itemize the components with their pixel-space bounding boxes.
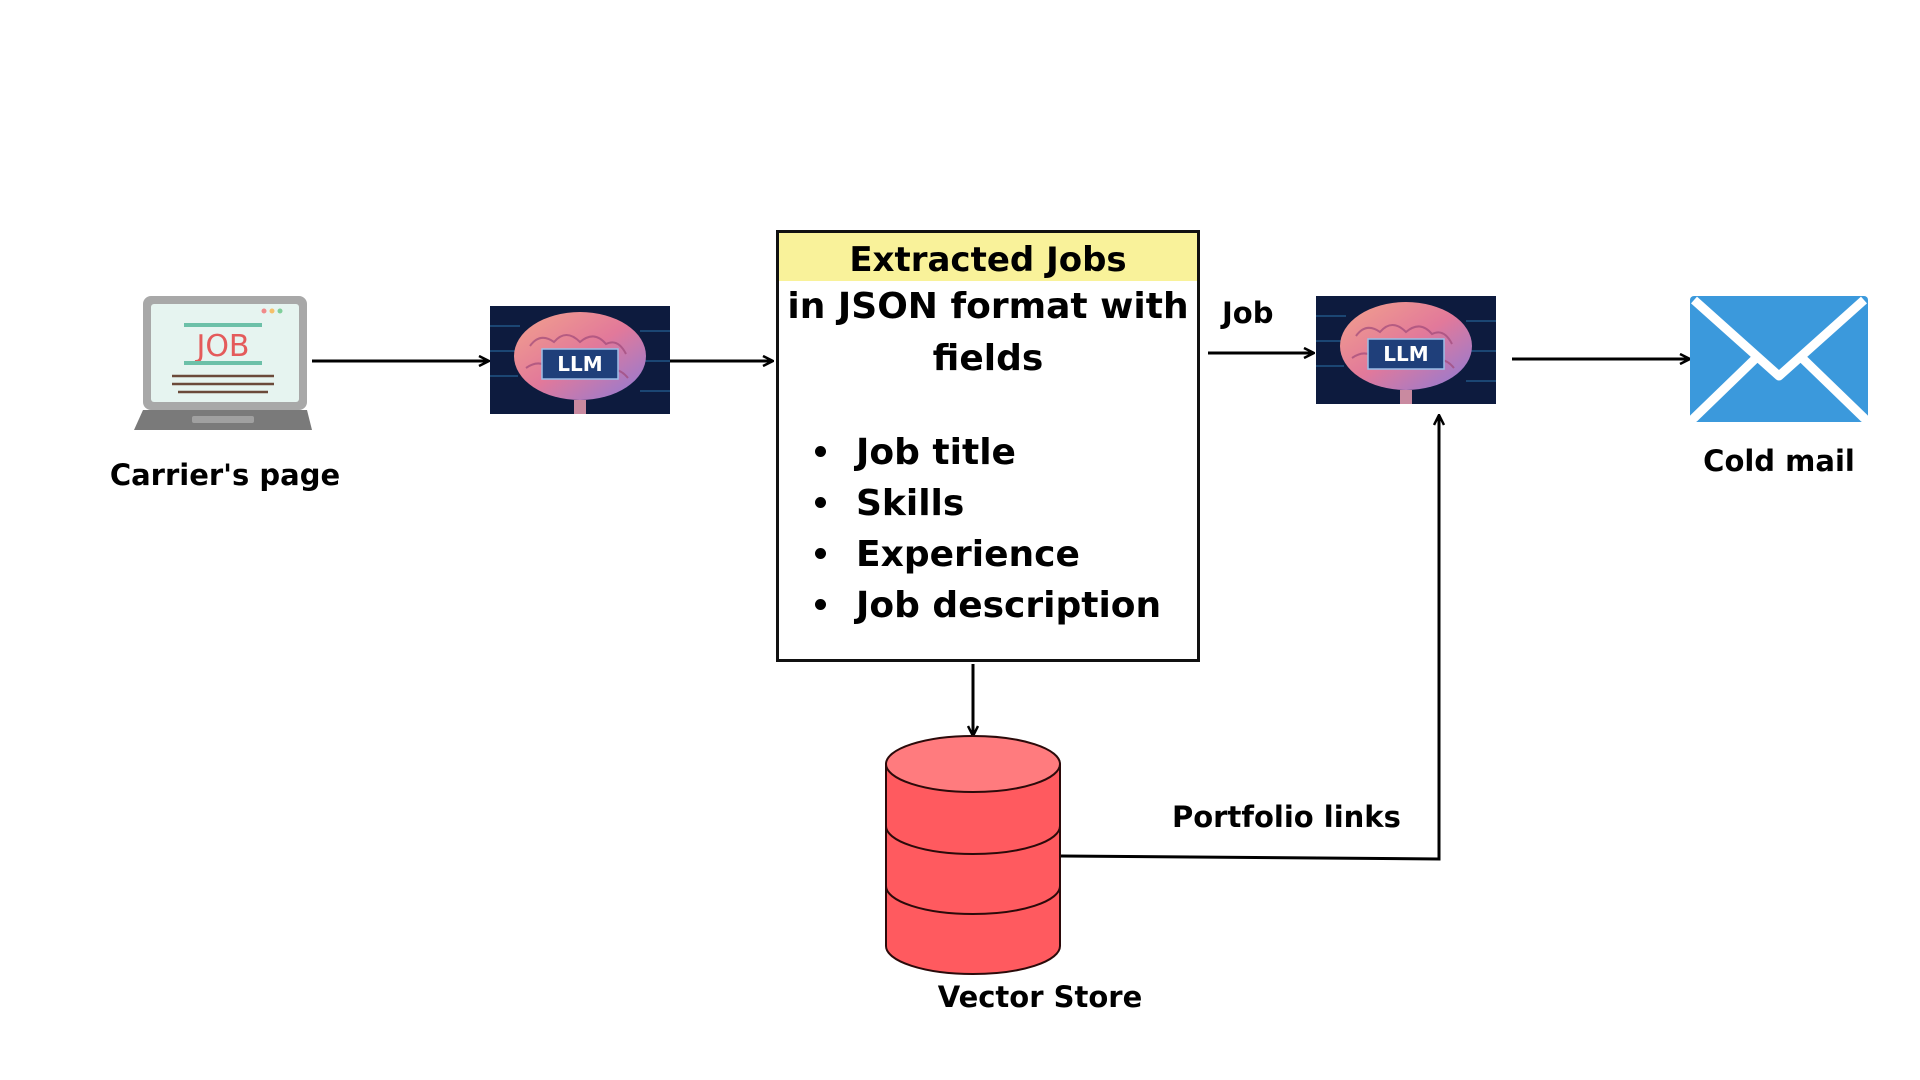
cold-mail-node [1690, 296, 1868, 422]
bullet-icon [815, 547, 826, 559]
vector-store-label: Vector Store [937, 980, 1143, 1014]
laptop-job-icon: JOB [134, 296, 312, 430]
llm-generate-node: LLM [1316, 296, 1496, 404]
brain-llm-icon: LLM [490, 306, 670, 414]
list-item: Job description [815, 580, 1197, 631]
bullet-icon [815, 496, 826, 508]
bullet-icon [815, 598, 826, 610]
svg-text:LLM: LLM [1383, 342, 1428, 366]
cold-mail-label: Cold mail [1703, 444, 1855, 478]
envelope-icon [1690, 296, 1868, 422]
extracted-jobs-subtitle: in JSON format with fields [787, 286, 1189, 379]
field-label: Experience [856, 534, 1080, 575]
portfolio-links-edge-label: Portfolio links [1172, 800, 1401, 834]
database-cylinder-icon [885, 735, 1061, 975]
vector-store-node [882, 734, 1064, 976]
arrow-vector-to-llm2 [1060, 416, 1439, 861]
list-item: Job title [815, 427, 1197, 478]
extracted-jobs-box: Extracted Jobs in JSON format with field… [776, 230, 1200, 662]
field-label: Skills [856, 483, 965, 524]
field-label: Job description [856, 585, 1162, 626]
svg-text:LLM: LLM [557, 352, 602, 376]
list-item: Skills [815, 478, 1197, 529]
brain-llm-icon: LLM [1316, 296, 1496, 404]
list-item: Experience [815, 529, 1197, 580]
careers-page-label: Carrier's page [109, 458, 341, 492]
job-edge-label: Job [1222, 296, 1274, 330]
svg-text:JOB: JOB [194, 329, 249, 364]
careers-page-node: JOB [134, 296, 312, 444]
field-label: Job title [856, 432, 1016, 473]
llm-extract-node: LLM [490, 306, 670, 414]
job-fields-list: Job title Skills Experience Job descript… [779, 427, 1197, 631]
bullet-icon [815, 445, 826, 457]
extracted-jobs-header: Extracted Jobs [779, 233, 1197, 281]
